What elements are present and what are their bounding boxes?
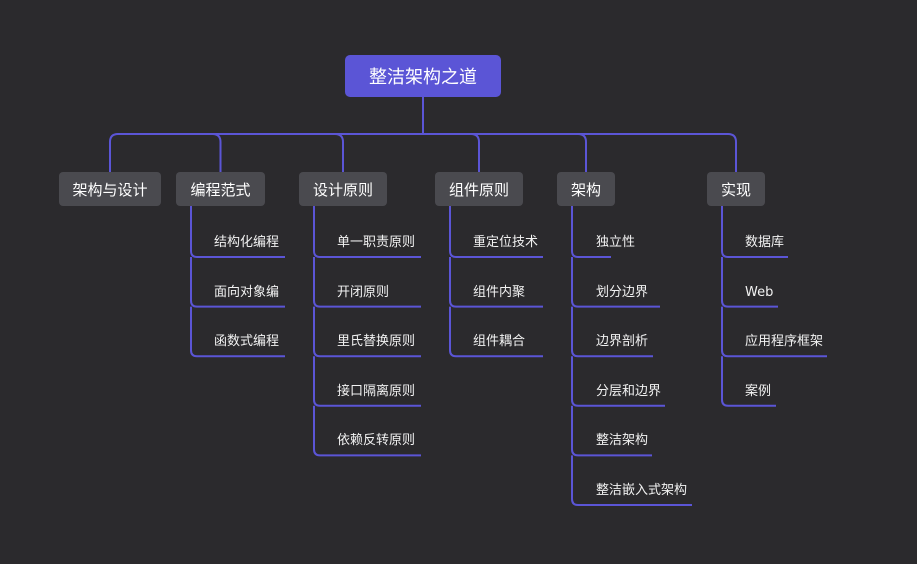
leaf-connector-line — [721, 257, 778, 308]
leaf-node[interactable]: 结构化编程 — [214, 235, 280, 250]
leaf-node[interactable]: 面向对象编 — [214, 284, 280, 300]
leaf-node[interactable]: Web — [745, 284, 774, 300]
leaf-node[interactable]: 接口隔离原则 — [337, 383, 416, 399]
leaf-node[interactable]: 依赖反转原则 — [337, 433, 416, 449]
leaf-node[interactable]: 单一职责原则 — [337, 235, 416, 250]
leaf-connector-line — [449, 257, 543, 308]
branch-drop-line — [470, 133, 480, 172]
leaf-connector-line — [190, 257, 285, 308]
leaf-connector-line — [721, 306, 827, 358]
leaf-connector-line — [313, 306, 421, 358]
leaf-connector-line — [571, 356, 665, 407]
leaf-connector-line — [190, 306, 285, 358]
branch-node-architecture-and-design[interactable]: 架构与设计 — [59, 172, 161, 206]
leaf-node[interactable]: 分层和边界 — [596, 383, 662, 399]
branch-node-programming-paradigms[interactable]: 编程范式 — [176, 172, 265, 206]
leaf-connector-line — [449, 206, 543, 258]
leaf-node[interactable]: 里氏替换原则 — [337, 334, 416, 350]
leaf-connector-line — [313, 405, 421, 457]
leaf-connector-line — [313, 206, 421, 258]
leaf-connector-line — [571, 257, 660, 308]
leaf-connector-line — [571, 455, 692, 506]
leaf-node[interactable]: 整洁架构 — [596, 433, 649, 449]
leaf-connector-line — [721, 356, 776, 407]
branch-drop-line — [334, 133, 344, 172]
leaf-node[interactable]: 应用程序框架 — [745, 334, 824, 350]
leaf-node[interactable]: 组件耦合 — [473, 334, 526, 350]
leaf-node[interactable]: 案例 — [745, 383, 772, 399]
leaf-connector-line — [313, 356, 421, 407]
leaf-connector-line — [571, 206, 611, 258]
leaf-node[interactable]: 整洁嵌入式架构 — [596, 483, 688, 498]
leaf-node[interactable]: 函数式编程 — [214, 334, 280, 350]
leaf-connector-line — [313, 257, 421, 308]
leaf-node[interactable]: 组件内聚 — [473, 284, 526, 300]
root-node[interactable]: 整洁架构之道 — [345, 55, 501, 97]
leaf-connector-line — [190, 206, 285, 258]
leaf-node[interactable]: 数据库 — [745, 235, 785, 250]
leaf-node[interactable]: 开闭原则 — [337, 284, 390, 300]
leaf-node[interactable]: 边界剖析 — [596, 334, 649, 350]
branch-node-component-principles[interactable]: 组件原则 — [435, 172, 523, 206]
leaf-connector-line — [721, 206, 788, 258]
leaf-connector-line — [571, 405, 652, 457]
branch-node-architecture[interactable]: 架构 — [557, 172, 615, 206]
leaf-node[interactable]: 划分边界 — [596, 284, 649, 300]
leaf-connector-line — [449, 306, 543, 358]
branch-drop-line — [577, 133, 587, 172]
top-bar-line — [109, 133, 737, 172]
branch-node-design-principles[interactable]: 设计原则 — [299, 172, 387, 206]
branch-node-implementation[interactable]: 实现 — [707, 172, 765, 206]
leaf-connector-line — [571, 306, 653, 358]
leaf-node[interactable]: 重定位技术 — [473, 235, 539, 250]
branch-drop-line — [212, 133, 222, 172]
leaf-node[interactable]: 独立性 — [596, 235, 636, 250]
